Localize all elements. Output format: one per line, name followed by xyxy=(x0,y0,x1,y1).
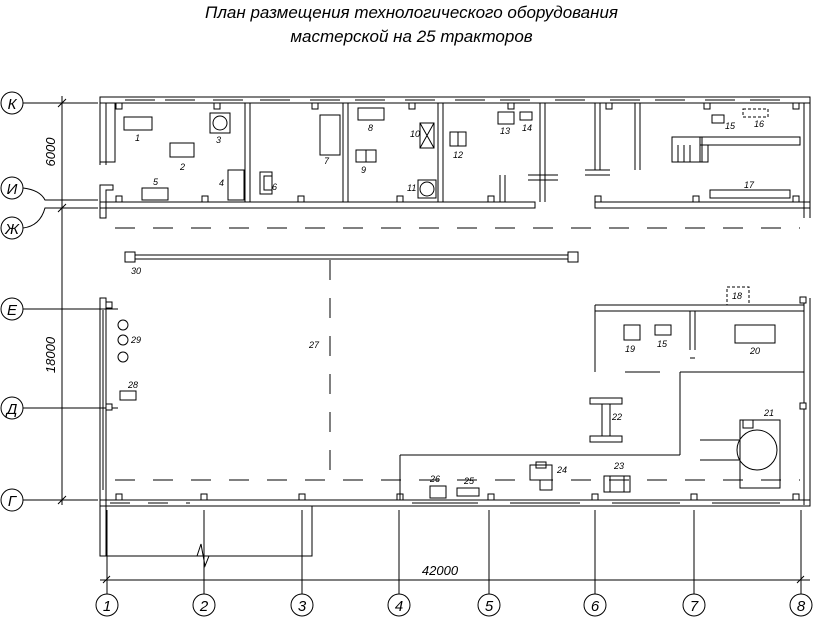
axis-label-K: К xyxy=(8,96,18,113)
axis-letter-labels: К И Ж Е Д Г xyxy=(4,96,20,510)
axis-bubble-G xyxy=(0,488,98,512)
axis-label-4: 4 xyxy=(395,598,403,615)
axis-label-D: Д xyxy=(5,401,18,418)
equipment-label: 5 xyxy=(153,177,159,187)
axis-label-7: 7 xyxy=(690,598,699,615)
equipment-label: 8 xyxy=(368,123,373,133)
axis-label-1: 1 xyxy=(103,598,111,615)
axis-bubble-5 xyxy=(477,510,501,617)
axis-bubble-K xyxy=(0,91,98,115)
right-room-partitions xyxy=(399,311,804,500)
equipment-label: 30 xyxy=(131,266,141,276)
axis-number-labels: 1 2 3 4 5 6 7 8 xyxy=(103,598,806,615)
equipment-label: 26 xyxy=(429,474,440,484)
dashed-lines xyxy=(110,227,800,504)
equipment-label: 25 xyxy=(463,476,475,486)
equipment-label: 20 xyxy=(749,346,760,356)
equipment-label: 13 xyxy=(500,126,510,136)
equipment-label: 17 xyxy=(744,180,755,190)
outer-walls xyxy=(99,96,811,557)
equipment-label: 12 xyxy=(453,150,463,160)
axis-bubble-E xyxy=(0,297,118,321)
column-markers xyxy=(105,102,807,501)
equipment-label: 11 xyxy=(407,183,416,193)
equipment-label: 15 xyxy=(657,339,668,349)
equipment-label: 24 xyxy=(556,465,567,475)
dimension-main-span: 18000 xyxy=(43,336,58,373)
equipment-label: 4 xyxy=(219,178,224,188)
plan-title-line1: План размещения технологического оборудо… xyxy=(205,3,618,22)
axis-label-8: 8 xyxy=(797,598,806,615)
equipment-label: 19 xyxy=(625,344,635,354)
equipment-label: 6 xyxy=(272,182,277,192)
equipment-label: 3 xyxy=(216,135,221,145)
axis-label-I: И xyxy=(7,181,18,198)
axis-bubble-2 xyxy=(192,510,216,617)
dimension-line-horizontal xyxy=(100,575,810,584)
equipment-labels: 1 2 3 4 5 6 7 8 9 10 11 12 13 14 15 16 1… xyxy=(127,119,774,486)
equipment-label: 1 xyxy=(135,133,140,143)
plan-title-line2: мастерской на 25 тракторов xyxy=(290,27,533,46)
axis-bubble-I xyxy=(0,176,98,201)
axis-bubble-D xyxy=(0,396,118,420)
equipment-label: 27 xyxy=(308,340,320,350)
equipment-label: 23 xyxy=(613,461,624,471)
equipment-label: 2 xyxy=(179,162,185,172)
dimension-total-length: 42000 xyxy=(422,563,459,578)
axis-label-6: 6 xyxy=(591,598,600,615)
axis-label-E: Е xyxy=(7,302,18,319)
dimension-upper-span: 6000 xyxy=(43,137,58,167)
equipment-label: 15 xyxy=(725,121,736,131)
equipment-label: 29 xyxy=(130,335,141,345)
axis-bubble-7 xyxy=(682,510,706,617)
dimension-line-vertical xyxy=(57,96,67,505)
equipment-label: 16 xyxy=(754,119,764,129)
equipment-hall xyxy=(102,286,781,568)
equipment-label: 10 xyxy=(410,129,420,139)
axis-label-G: Г xyxy=(8,493,18,510)
equipment-label: 28 xyxy=(127,380,138,390)
equipment-label: 14 xyxy=(522,123,532,133)
axis-bubble-Zh xyxy=(0,207,98,240)
axis-label-Zh: Ж xyxy=(4,221,20,238)
equipment-label: 7 xyxy=(324,156,330,166)
rail-30 xyxy=(124,251,579,263)
equipment-label: 21 xyxy=(763,408,774,418)
equipment-label: 18 xyxy=(732,291,742,301)
equipment-label: 22 xyxy=(611,412,622,422)
equipment-upper xyxy=(123,107,801,201)
axis-label-3: 3 xyxy=(298,598,307,615)
upper-partitions xyxy=(99,102,641,219)
axis-label-5: 5 xyxy=(485,598,494,615)
axis-label-2: 2 xyxy=(199,598,209,615)
equipment-label: 9 xyxy=(361,165,366,175)
